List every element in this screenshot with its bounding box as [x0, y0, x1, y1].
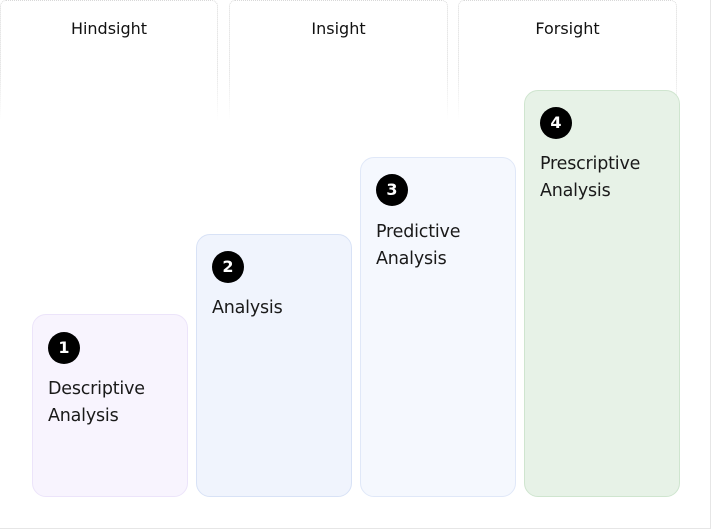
step-card-prescriptive-analysis: 4 Prescriptive Analysis: [524, 90, 680, 497]
step-number-badge: 2: [212, 251, 244, 283]
insight-heading: Insight: [311, 19, 366, 38]
step-label: Analysis: [212, 298, 283, 318]
hindsight-column: [0, 0, 218, 120]
step-number-badge: 1: [48, 332, 80, 364]
hindsight-heading: Hindsight: [70, 19, 148, 38]
step-card-descriptive-analysis: 1 Descriptive Analysis: [32, 314, 188, 497]
step-number-badge: 3: [376, 174, 408, 206]
forsight-heading: Forsight: [535, 19, 600, 38]
forsight-column: [458, 0, 677, 120]
step-number-badge: 4: [540, 107, 572, 139]
step-label: Descriptive Analysis: [48, 379, 145, 426]
step-label: Prescriptive Analysis: [540, 154, 641, 201]
step-card-analysis: 2 Analysis: [196, 234, 352, 497]
step-label: Predictive Analysis: [376, 222, 461, 269]
insight-column: [229, 0, 448, 120]
step-card-predictive-analysis: 3 Predictive Analysis: [360, 157, 516, 497]
